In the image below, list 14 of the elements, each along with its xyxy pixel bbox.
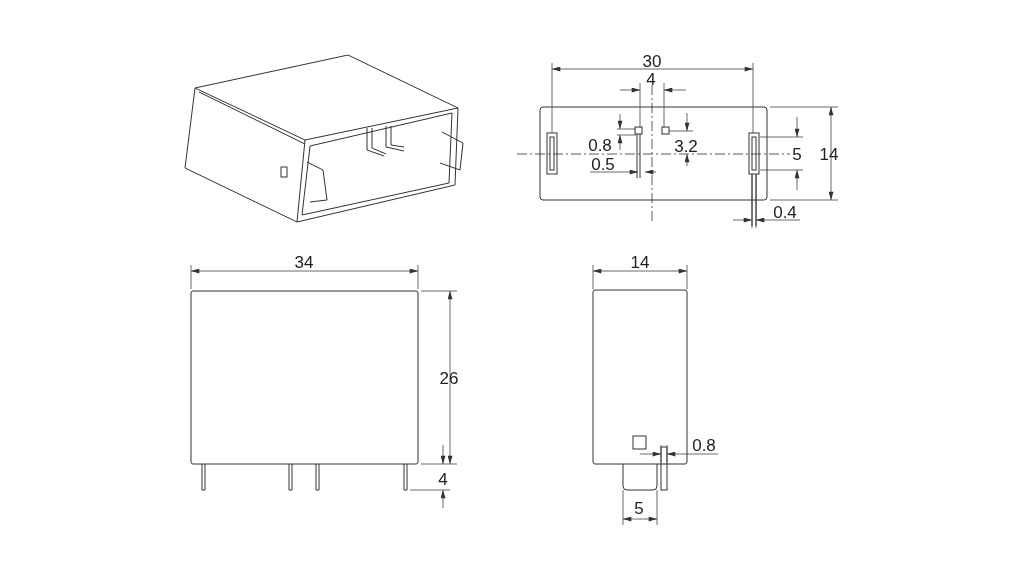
dimension-value: 5 <box>634 499 644 517</box>
dimension-value: 0.8 <box>588 136 612 154</box>
dimension-value: 4 <box>438 470 448 488</box>
dimension-value: 0.5 <box>591 155 615 173</box>
dimension-value: 3.2 <box>674 137 698 155</box>
dimension-value: 4 <box>646 70 656 88</box>
dimension-value: 34 <box>294 253 314 271</box>
dimension-value: 5 <box>792 145 802 163</box>
dimension-value: 30 <box>642 52 662 70</box>
dimension-value: 0.4 <box>773 203 797 221</box>
dimension-value: 26 <box>439 369 459 387</box>
dimension-value: 14 <box>819 145 839 163</box>
dimension-value: 0.8 <box>692 436 716 454</box>
dimension-value: 14 <box>630 253 650 271</box>
